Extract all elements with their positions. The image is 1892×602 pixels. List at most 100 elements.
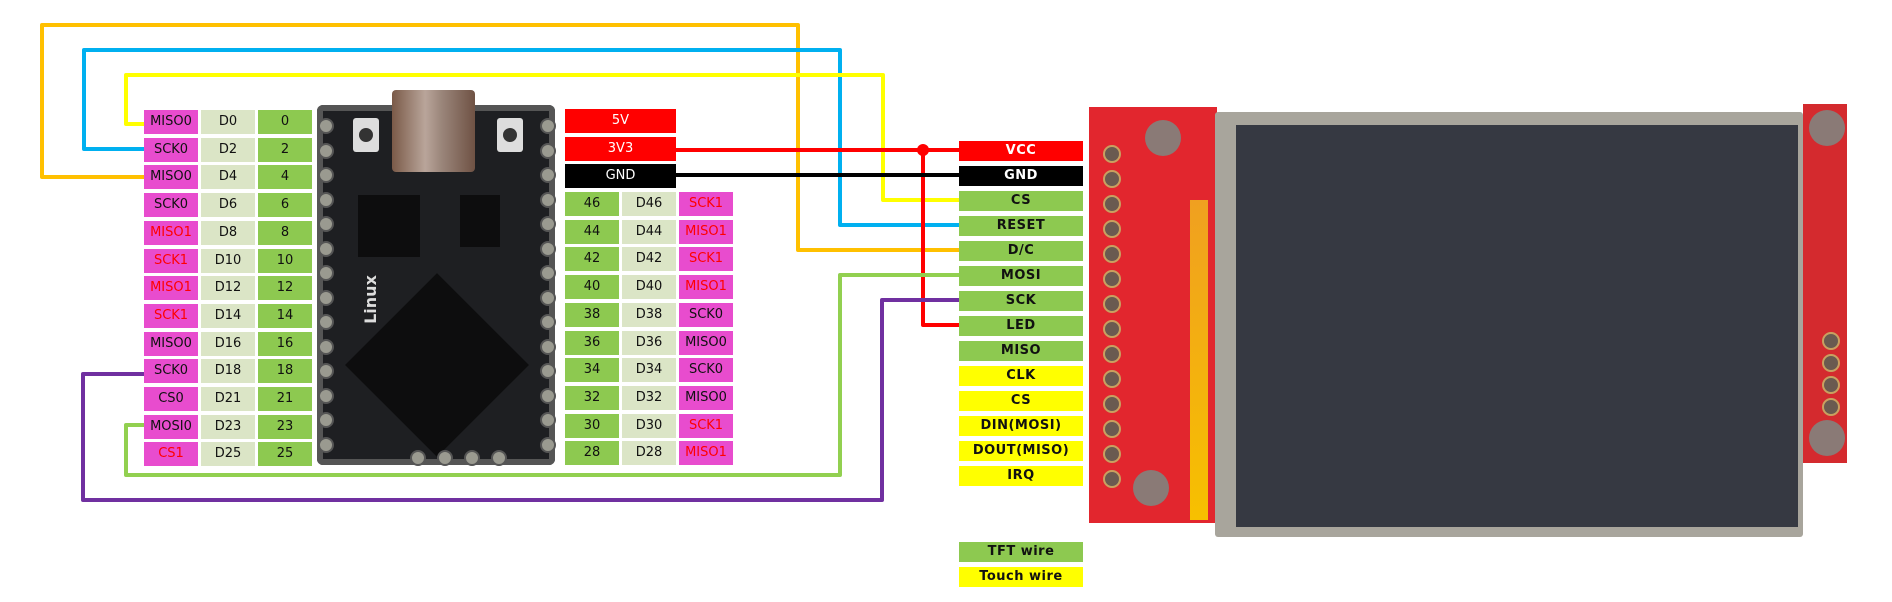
pin-number-cell: 14 xyxy=(258,303,312,328)
power-pin-5v: 5V xyxy=(565,109,676,133)
pin-function-cell: MISO1 xyxy=(679,219,733,244)
tft-pin-label: VCC xyxy=(959,141,1083,161)
pin-function-cell: MISO0 xyxy=(679,385,733,410)
pin-number-cell: 42 xyxy=(565,247,619,272)
gpio-name-cell: D32 xyxy=(622,385,676,410)
wire-d23-mosi xyxy=(124,273,959,477)
pin-number-cell: 28 xyxy=(565,441,619,466)
pin-function-cell: MISO0 xyxy=(679,330,733,355)
pin-number-cell: 2 xyxy=(258,137,312,162)
pin-function-cell: SCK1 xyxy=(144,303,198,328)
board-pin xyxy=(318,314,334,330)
wire-3v3-led xyxy=(921,150,959,327)
gpio-name-cell: D25 xyxy=(201,442,255,467)
gpio-name-cell: D4 xyxy=(201,165,255,190)
gpio-name-cell: D12 xyxy=(201,276,255,301)
board-pin xyxy=(318,436,334,453)
tft-pin-label: SCK xyxy=(959,291,1083,311)
sd-header-pin xyxy=(1822,332,1840,350)
wire-d2-reset xyxy=(82,48,959,227)
reset-button xyxy=(497,118,523,152)
tft-pin-label: IRQ xyxy=(959,466,1083,486)
mount-hole xyxy=(1133,470,1169,506)
chip-left xyxy=(358,195,420,257)
gpio-name-cell: D23 xyxy=(201,414,255,439)
tft-header-pin xyxy=(1103,145,1121,163)
board-pin xyxy=(318,191,334,208)
tft-pin-label: DOUT(MISO) xyxy=(959,441,1083,461)
pin-function-cell: MISO0 xyxy=(144,331,198,356)
gpio-name-cell: D16 xyxy=(201,331,255,356)
tft-header-pin xyxy=(1103,445,1121,463)
gpio-name-cell: D14 xyxy=(201,303,255,328)
gpio-name-cell: D6 xyxy=(201,193,255,218)
wire-d0-cs xyxy=(124,73,959,202)
pin-function-cell: SCK1 xyxy=(679,413,733,438)
tft-header-pin xyxy=(1103,295,1121,313)
board-pin xyxy=(437,450,453,466)
wire-d4-dc xyxy=(40,23,959,252)
gpio-name-cell: D18 xyxy=(201,359,255,384)
board-pin xyxy=(540,191,556,208)
tft-header-pin xyxy=(1103,170,1121,188)
tft-header-pin xyxy=(1103,195,1121,213)
pin-function-cell: SCK0 xyxy=(679,358,733,383)
pin-number-cell: 36 xyxy=(565,330,619,355)
pin-function-cell: MISO1 xyxy=(144,220,198,245)
pin-number-cell: 8 xyxy=(258,220,312,245)
pin-number-cell: 16 xyxy=(258,331,312,356)
pin-number-cell: 18 xyxy=(258,359,312,384)
pin-number-cell: 32 xyxy=(565,385,619,410)
pin-number-cell: 40 xyxy=(565,275,619,300)
board-pin xyxy=(540,240,556,257)
gpio-name-cell: D30 xyxy=(622,413,676,438)
pin-function-cell: SCK1 xyxy=(679,247,733,272)
gpio-name-cell: D2 xyxy=(201,137,255,162)
gpio-name-cell: D44 xyxy=(622,219,676,244)
gpio-name-cell: D8 xyxy=(201,220,255,245)
tft-pin-label: CS xyxy=(959,391,1083,411)
pin-number-cell: 46 xyxy=(565,192,619,216)
pin-function-cell: CS1 xyxy=(144,442,198,467)
power-pin-3v3: 3V3 xyxy=(565,136,676,161)
pin-function-cell: MISO1 xyxy=(144,276,198,301)
board-pin xyxy=(318,167,334,183)
gpio-name-cell: D34 xyxy=(622,358,676,383)
tft-header-pin xyxy=(1103,345,1121,363)
pin-number-cell: 25 xyxy=(258,442,312,467)
tft-pin-label: CS xyxy=(959,191,1083,211)
tft-header-pin xyxy=(1103,220,1121,238)
board-pin xyxy=(318,240,334,257)
flex-cable xyxy=(1190,200,1208,520)
pin-number-cell: 38 xyxy=(565,302,619,327)
gpio-name-cell: D38 xyxy=(622,302,676,327)
legend-item: TFT wire xyxy=(959,542,1083,562)
pin-number-cell: 12 xyxy=(258,276,312,301)
gpio-name-cell: D28 xyxy=(622,441,676,466)
board-silkscreen: Linux xyxy=(360,275,380,324)
board-pin xyxy=(540,387,556,404)
pin-function-cell: SCK0 xyxy=(144,359,198,384)
board-pin xyxy=(318,118,334,134)
pin-function-cell: SCK0 xyxy=(144,137,198,162)
sd-header-pin xyxy=(1822,398,1840,416)
board-pin xyxy=(318,265,334,281)
pin-number-cell: 6 xyxy=(258,193,312,218)
pin-number-cell: 30 xyxy=(565,413,619,438)
board-pin xyxy=(318,142,334,159)
boot-button xyxy=(353,118,379,152)
tft-header-pin xyxy=(1103,245,1121,263)
pin-function-cell: MISO0 xyxy=(144,110,198,134)
board-pin xyxy=(540,363,556,379)
pin-function-cell: MISO0 xyxy=(144,165,198,190)
chip-right xyxy=(460,195,500,247)
board-pin xyxy=(540,314,556,330)
mount-hole xyxy=(1145,120,1181,156)
tft-header-pin xyxy=(1103,370,1121,388)
board-pin xyxy=(540,289,556,306)
gpio-name-cell: D10 xyxy=(201,248,255,273)
tft-pin-label: DIN(MOSI) xyxy=(959,416,1083,436)
pin-function-cell: CS0 xyxy=(144,387,198,411)
pin-number-cell: 10 xyxy=(258,248,312,273)
gpio-name-cell: D46 xyxy=(622,192,676,216)
